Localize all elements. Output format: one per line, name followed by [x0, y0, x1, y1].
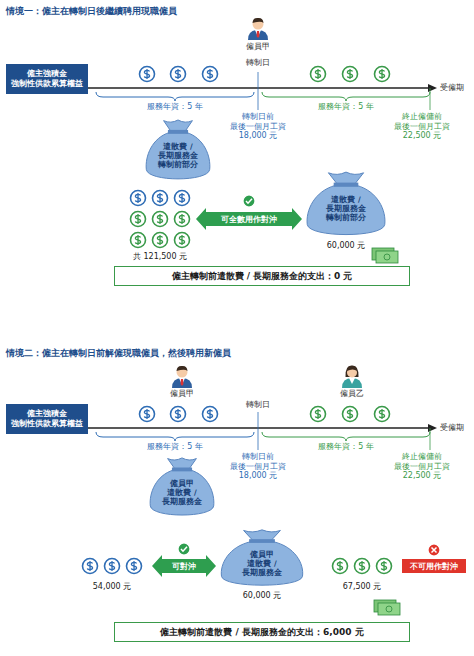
employee-name: 僱員甲: [238, 42, 278, 52]
green-coin: [175, 212, 190, 227]
amount-text: 60,000 元: [216, 591, 308, 601]
timeline-group: [88, 67, 437, 111]
scenario-heading: 情境二：僱主在轉制日前解僱現職僱員，然後聘用新僱員: [6, 348, 466, 359]
green-coin: [175, 233, 190, 248]
wage-note: 轉制日前 最後一個月工資 18,000 元: [225, 112, 291, 141]
mpf-benefit-box: 僱主強積金 強制性供款累算權益: [6, 404, 88, 434]
green-coin: [377, 559, 392, 574]
node-text: 遣散費 / 長期服務金 轉制前部分: [156, 142, 200, 169]
node-text: 67,500 元: [326, 582, 398, 592]
transition-tick: [258, 72, 259, 110]
service-years: 服務年資：5 年: [135, 102, 215, 112]
employment-period-label: 受僱期: [440, 423, 472, 433]
transition-date-label: 轉制日: [238, 400, 278, 410]
node-text: 不可用作對沖: [410, 562, 458, 571]
wage-note: 終止僱傭前 最後一個月工資 22,500 元: [389, 112, 455, 141]
blue-coin: [83, 559, 98, 574]
node-text: 僱主轉制前遣散費 / 長期服務金的支出：0 元: [172, 271, 353, 282]
service-years: 服務年資：5 年: [135, 442, 215, 452]
check-icon: [178, 543, 190, 555]
bag-neck: [164, 120, 193, 131]
green-coin: [131, 233, 146, 248]
node-text: 54,000 元: [72, 582, 152, 592]
transition-date-label: 轉制日: [238, 58, 278, 68]
blue-coin: [105, 559, 120, 574]
offset-arrow: [152, 555, 216, 577]
bag-body: [146, 133, 210, 179]
male-employee-icon: [172, 366, 192, 388]
female-employee-icon: [342, 365, 362, 388]
bag-neck: [168, 458, 197, 469]
wage-note: 終止僱傭前 最後一個月工資 22,500 元: [389, 452, 455, 481]
blue-coin: [153, 191, 168, 206]
edge-label: 可對沖: [172, 562, 196, 571]
male-employee-icon: [248, 18, 268, 40]
check-icon: [243, 195, 255, 207]
money-bag: 遣散費 / 長期服務金 轉制前部分: [142, 118, 214, 184]
timeline-arrowhead: [428, 84, 437, 92]
money-bag: 僱員甲 遣散費 / 長期服務金: [146, 456, 218, 520]
coin-stack: 54,000 元: [72, 556, 152, 592]
bag-neck: [244, 530, 281, 541]
node-text: 僱員甲 遣散費 / 長期服務金: [160, 479, 204, 506]
node-text: 僱主強積金 強制性供款累算權益: [8, 409, 86, 428]
result-box: 僱主轉制前遣散費 / 長期服務金的支出：6,000 元: [114, 622, 410, 642]
green-coin: [153, 212, 168, 227]
money-bag: 遣散費 / 長期服務金 轉制前部分 60,000 元: [302, 170, 390, 254]
result-box: 僱主轉制前遣散費 / 長期服務金的支出：0 元: [114, 266, 410, 286]
service-bracket: [262, 92, 430, 101]
employment-period-label: 受僱期: [440, 83, 472, 93]
coin-stack: 共 121,500 元: [124, 188, 196, 262]
node-text: 僱主轉制前遣散費 / 長期服務金的支出：6,000 元: [160, 627, 363, 638]
end-tick: [430, 88, 431, 110]
service-years: 服務年資：5 年: [306, 102, 386, 112]
blue-coin: [140, 67, 155, 82]
offset-arrow: [196, 208, 302, 230]
node-text: 遣散費 / 長期服務金 轉制前部分: [324, 195, 368, 222]
blue-coin: [127, 559, 142, 574]
blue-coin: [175, 191, 190, 206]
coin-stack: 67,500 元: [326, 556, 398, 592]
banknotes-icon: [374, 600, 400, 615]
employee-name: 僱員乙: [332, 389, 372, 399]
not-offsettable-tag: 不可用作對沖: [402, 559, 466, 573]
blue-coin: [171, 67, 186, 82]
node-text: 共 121,500 元: [124, 252, 196, 262]
blue-coin: [203, 67, 218, 82]
bag-body: [307, 185, 385, 234]
employee-name: 僱員甲: [162, 389, 202, 399]
green-coin: [153, 233, 168, 248]
bag-body: [150, 470, 214, 515]
service-years: 服務年資：5 年: [306, 442, 386, 452]
bag-tie: [168, 130, 188, 134]
green-coin: [343, 67, 358, 82]
bag-neck: [328, 172, 363, 184]
bag-tie: [249, 539, 275, 543]
green-coin: [131, 212, 146, 227]
edge-label: 可全數用作對沖: [221, 215, 277, 224]
scenario-heading: 情境一：僱主在轉制日後繼續聘用現職僱員: [6, 6, 466, 17]
amount-text: 60,000 元: [302, 241, 390, 251]
wage-note: 轉制日前 最後一個月工資 18,000 元: [225, 452, 291, 481]
cross-icon: [428, 544, 440, 556]
money-bag: 僱員甲 遣散費 / 長期服務金 60,000 元: [216, 528, 308, 604]
bag-tie: [172, 468, 192, 472]
node-text: 僱主強積金 強制性供款累算權益: [8, 69, 86, 88]
blue-coin: [131, 191, 146, 206]
service-bracket: [96, 92, 254, 101]
node-text: 僱員甲 遣散費 / 長期服務金: [240, 550, 284, 577]
timeline-group: [88, 407, 437, 451]
bag-tie: [334, 183, 359, 187]
bag-body: [221, 542, 302, 586]
green-coin: [355, 559, 370, 574]
green-coin: [375, 67, 390, 82]
green-coin: [333, 559, 348, 574]
mpf-benefit-box: 僱主強積金 強制性供款累算權益: [6, 64, 88, 94]
banknotes-icon: [372, 248, 398, 263]
green-coin: [311, 67, 326, 82]
